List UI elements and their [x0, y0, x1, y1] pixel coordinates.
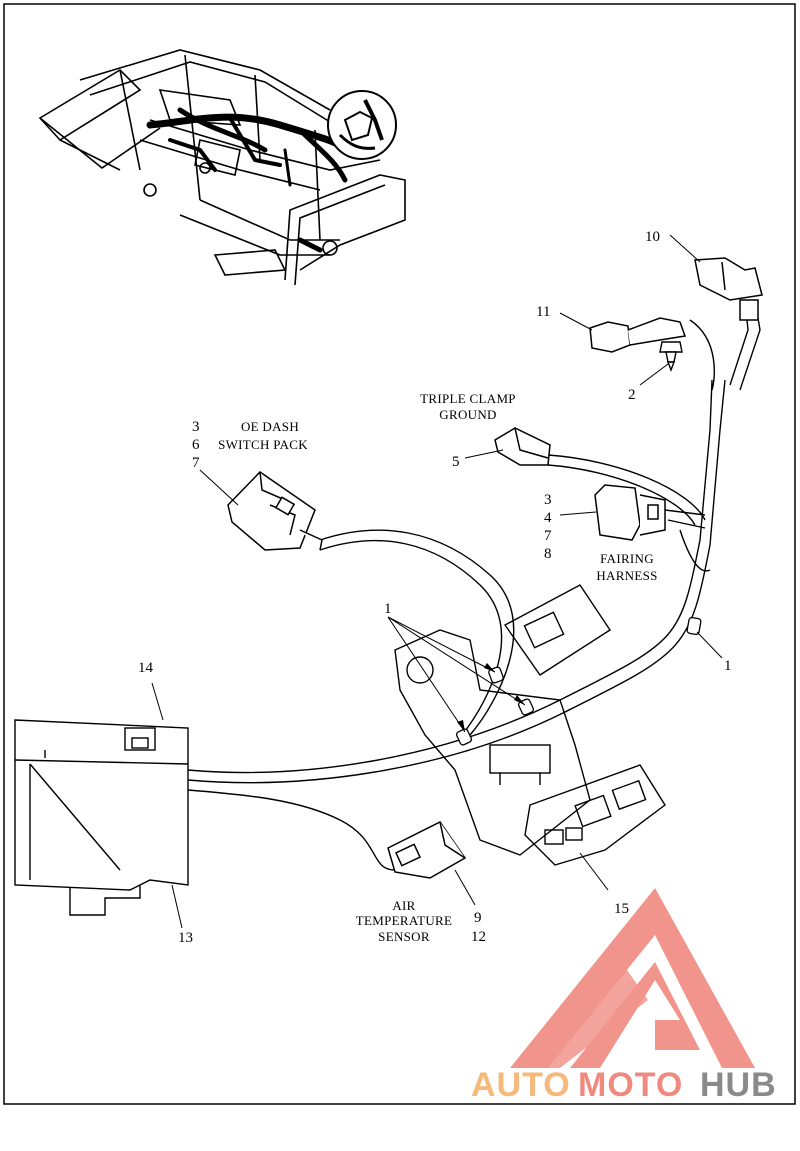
callout-1-right: 1: [724, 658, 732, 674]
detail-circle-inset: [327, 90, 397, 160]
caption-oe-dash-line2: SWITCH PACK: [218, 437, 308, 452]
arrowheads: [457, 663, 525, 732]
callout-14: 14: [138, 660, 154, 676]
automotohub-logo: [510, 888, 755, 1068]
caption-fairing-line2: HARNESS: [596, 568, 657, 583]
callout-13: 13: [178, 930, 193, 946]
callout-3-dash: 3: [192, 419, 200, 435]
caption-triple-clamp-line2: GROUND: [439, 407, 496, 422]
relay-bracket: [503, 584, 611, 676]
callout-10: 10: [645, 229, 660, 245]
caption-air-temp-line2: TEMPERATURE: [356, 913, 452, 928]
caption-triple-clamp-line1: TRIPLE CLAMP: [420, 391, 516, 406]
callout-7-dash: 7: [192, 455, 200, 471]
callout-6: 6: [192, 437, 200, 453]
bracket-lower-piece: [524, 764, 666, 866]
callout-5: 5: [452, 454, 460, 470]
wordmark-hub: HUB: [700, 1066, 777, 1104]
callout-7-fairing: 7: [544, 528, 552, 544]
caption-fairing-line1: FAIRING: [600, 551, 654, 566]
callout-9: 9: [474, 910, 482, 926]
cable-ties: [455, 616, 702, 746]
wordmark-moto: MOTO: [578, 1066, 683, 1104]
callout-3-fairing: 3: [544, 492, 552, 508]
caption-oe-dash-line1: OE DASH: [241, 419, 299, 434]
caption-air-temp-line3: SENSOR: [378, 929, 430, 944]
automotohub-wordmark: AUTO MOTO HUB: [471, 1066, 777, 1104]
instrument-module: [14, 719, 189, 916]
callout-4: 4: [544, 510, 552, 526]
connector-11: [589, 317, 687, 353]
callout-15: 15: [614, 901, 629, 917]
callout-12: 12: [471, 929, 486, 945]
branch-fairing: [664, 509, 711, 572]
caption-air-temp-line1: AIR: [392, 898, 415, 913]
connector-10: [694, 257, 763, 321]
branch-triple-clamp: [547, 454, 706, 526]
callout-2: 2: [628, 387, 636, 403]
frame-overview-drawing: [38, 49, 406, 286]
callout-1-left: 1: [384, 601, 392, 617]
triple-clamp-ground-connector: [494, 427, 551, 466]
callout-8: 8: [544, 546, 552, 562]
leader-lines: [151, 234, 723, 929]
wordmark-auto: AUTO: [471, 1066, 571, 1104]
air-temp-sensor-connector: [387, 821, 467, 879]
fairing-harness-connector: [594, 484, 666, 541]
oe-dash-connector: [227, 471, 323, 551]
branch-oe-dash: [319, 529, 515, 736]
ground-stud: [659, 341, 683, 372]
callout-11: 11: [536, 304, 550, 320]
page-border: [3, 3, 796, 1105]
